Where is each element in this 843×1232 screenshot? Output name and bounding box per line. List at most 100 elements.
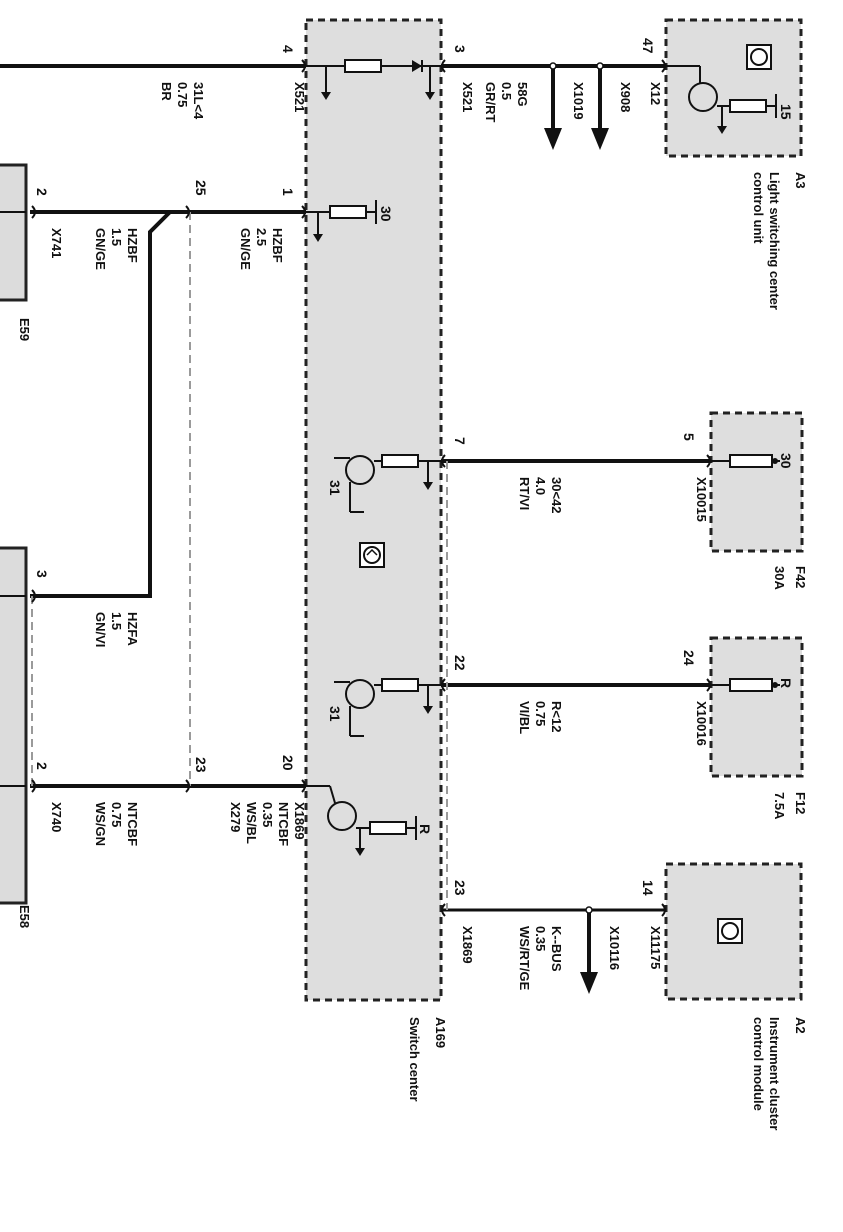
wires [0,62,711,994]
pin-a169-7: 7 [452,437,468,445]
term-r-a169: R [417,824,433,834]
wire-kbus-color: WS/RT/GE [517,926,532,991]
e58-label: E58 [17,905,32,928]
f12-id: F12 [793,792,808,814]
wire-ntcbf035-connector2: X279 [228,802,243,832]
wire-ntcbf035-label: NTCBF [276,802,291,846]
wire-hzbf15-label: HZBF [125,228,140,263]
a169-pin22-transistor [334,678,441,737]
pin-f12: 24 [681,650,697,666]
pin-25: 25 [193,180,209,196]
wire-ntcbf035-size: 0.35 [260,802,275,827]
term-31b: 31 [327,706,343,722]
pin-a3-15: 15 [778,104,794,120]
a169-pin20-transistor [306,785,417,856]
branch-x10116-label: X10116 [607,926,622,970]
wire-31l-connector: X521 [292,82,307,112]
a169-input-circuit [306,59,441,100]
connector-x11175-label: X11175 [648,926,663,969]
pin-a169-20: 20 [280,755,296,771]
wire-31l-label: 31L<4 [191,82,206,120]
terminals [31,59,711,917]
labels: 4 3 47 15 1 25 2 30 7 5 30 31 3 22 24 R … [17,38,808,1130]
pin-a169-1: 1 [280,188,296,196]
wire-kbus-connector: X1869 [460,926,475,964]
wire-hzbf25-size: 2.5 [254,228,269,246]
pin-23-x279: 23 [193,757,209,773]
arrow-x10116-icon [580,972,598,994]
e59-box [0,163,28,302]
branch-x1019-label: X1019 [571,82,586,120]
f12-box [709,636,804,778]
wire-31l-color: BR [159,82,174,101]
a3-id: A3 [793,172,808,189]
term-30-a169: 30 [378,206,394,222]
wire-58g-size: 0.5 [499,82,514,100]
wire-58g-connector: X521 [460,82,475,112]
wire-r12-color: VI/BL [517,701,532,734]
a2-name-line2: control module [751,1017,766,1111]
wire-hzfa-color: GN/VI [93,612,108,647]
f42-id: F42 [793,566,808,588]
connector-x12-label: X12 [648,82,663,105]
e58-box [0,546,28,905]
pin-a169-3: 3 [452,45,468,53]
a169-id: A169 [433,1017,448,1048]
pin-e59-2: 2 [34,188,50,196]
a169-name: Switch center [407,1017,422,1102]
wire-hzbf15-color: GN/GE [93,228,108,270]
pin-a169-22: 22 [452,655,468,671]
a169-pin1-circuit [306,200,377,242]
a3-name-line2: control unit [751,172,766,244]
wire-ntcbf075-label: NTCBF [125,802,140,846]
wire-hzbf15-size: 1.5 [109,228,124,246]
wire-hzbf25-label: HZBF [270,228,285,263]
pin-e58-2: 2 [34,762,50,770]
a2-name: Instrument cluster [767,1017,782,1130]
wire-r12-size: 0.75 [533,701,548,726]
wire-hzbf15-connector: X741 [49,228,64,258]
a3-name: Light switching center [767,172,782,310]
a2-module-icon [717,918,743,944]
wire-58g-label: 58G [515,82,530,107]
pin-a3-47: 47 [640,38,656,54]
wire-hzbf25-color: GN/GE [238,228,253,270]
term-31a: 31 [327,480,343,496]
switch-center-box [304,18,443,1002]
wire-hzfa-label: HZFA [125,612,140,647]
term-f42-30: 30 [778,453,794,469]
a3-circuit [666,44,777,134]
wire-ntcbf075-size: 0.75 [109,802,124,827]
wire-ntcbf075-connector: X740 [49,802,64,832]
pin-a2-14: 14 [640,880,656,896]
wire-30-42-connector: X10015 [694,477,709,522]
diode-icon [412,60,422,72]
a169-pin7-transistor [334,454,441,513]
wire-hzfa [30,210,172,598]
wire-hzfa-size: 1.5 [109,612,124,630]
f42-box [709,411,804,553]
wire-kbus-size: 0.35 [533,926,548,951]
wire-ntcbf075-color: WS/GN [93,802,108,846]
branch-x908-label: X908 [618,82,633,112]
wire-ntcbf035-connector: X1869 [292,802,307,840]
wire-kbus-label: K--BUS [549,926,564,972]
e59-label: E59 [17,318,32,341]
fuse-f42-icon [711,454,780,468]
pin-a169-23: 23 [452,880,468,896]
arrow-x908-icon [591,128,609,150]
a2-id: A2 [793,1017,808,1034]
wire-31l-size: 0.75 [175,82,190,107]
wire-30-42-label: 30<42 [549,477,564,514]
arrow-x1019-icon [544,128,562,150]
pin-a169-4: 4 [280,45,296,53]
pin-e58-3: 3 [34,570,50,578]
f42-rating: 30A [772,566,787,590]
wire-ntcbf035-color: WS/BL [244,802,259,844]
control-module-icon [359,542,385,568]
fuse-f12-icon [711,678,780,692]
wire-r12-label: R<12 [549,701,564,732]
a3-box [664,18,803,158]
wire-30-42-color: RT/VI [517,477,532,510]
